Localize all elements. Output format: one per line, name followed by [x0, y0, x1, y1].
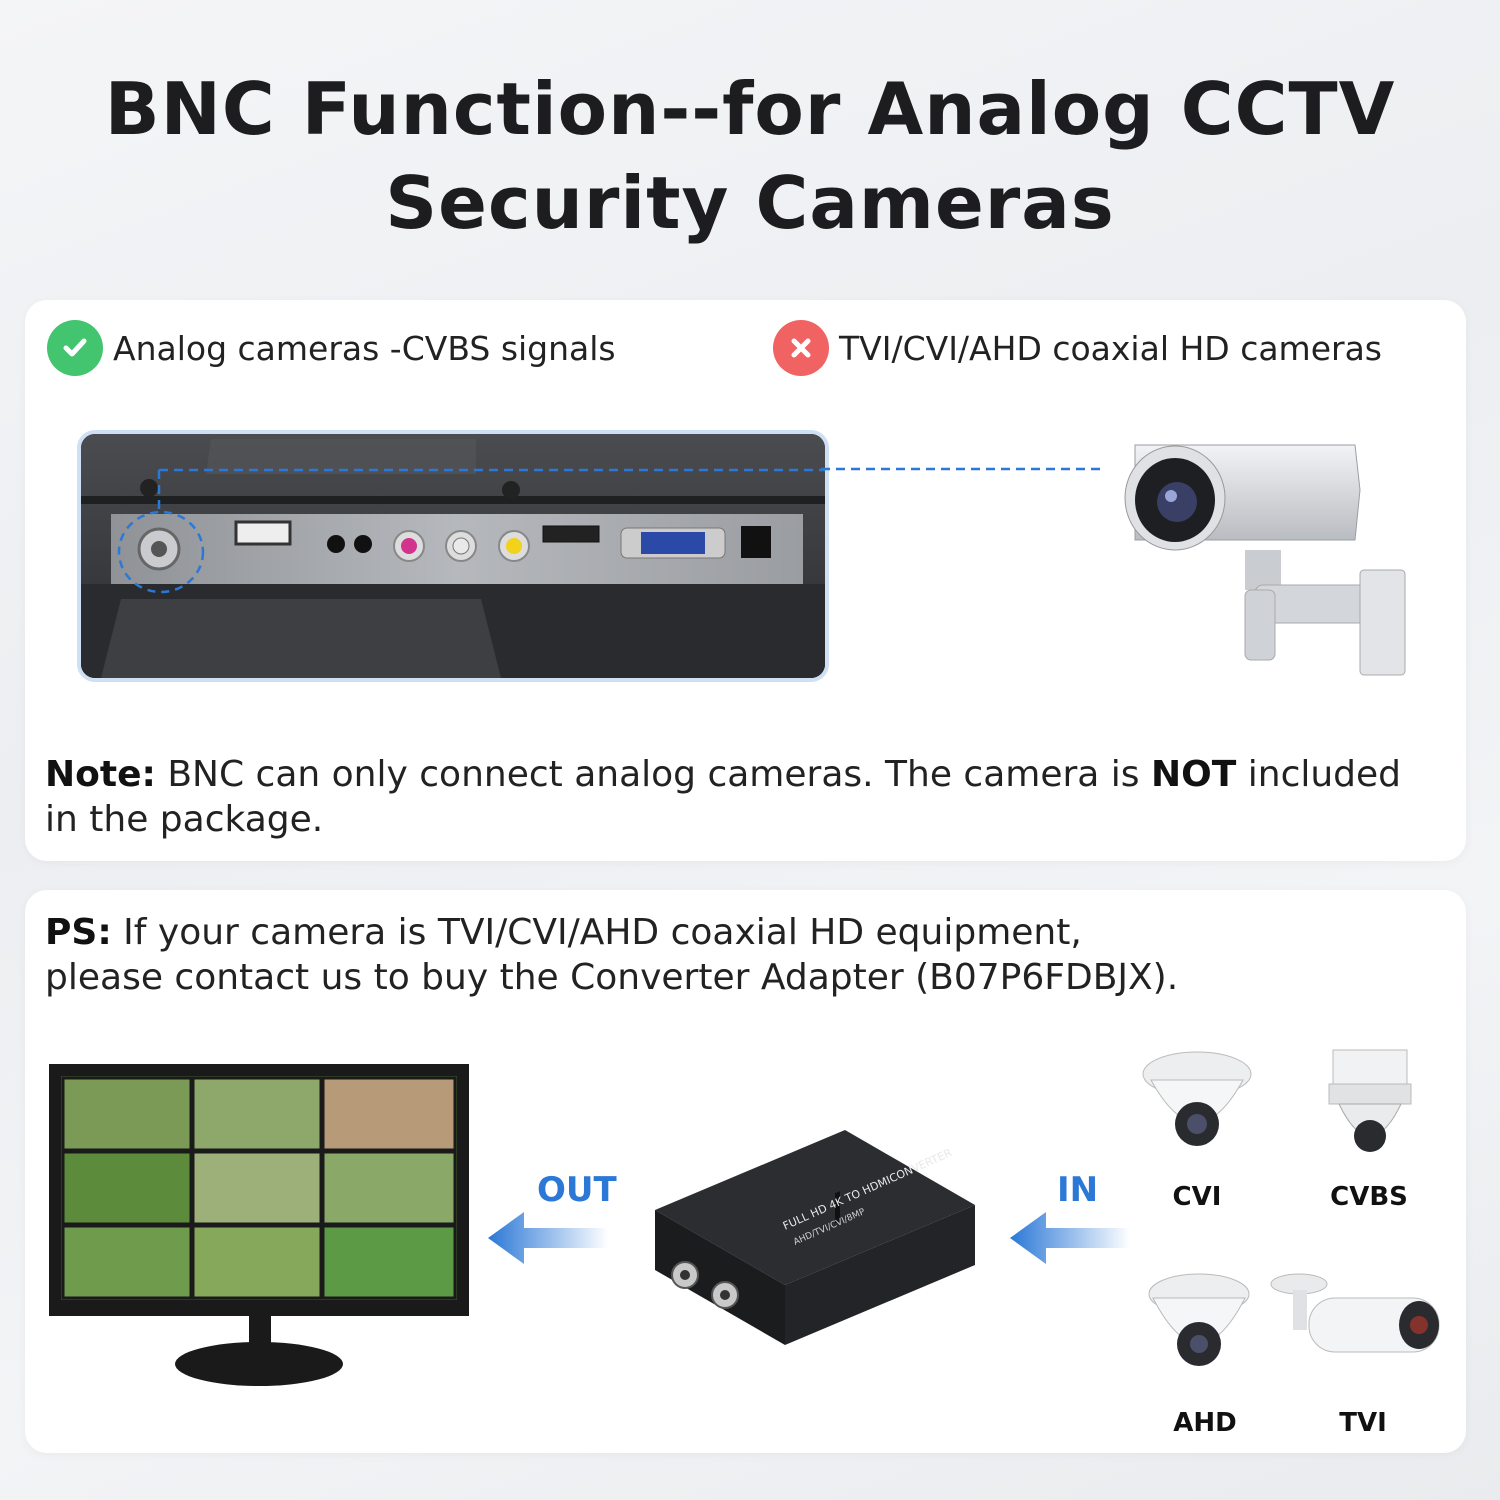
bullet-camera-image: [1095, 430, 1425, 680]
note-text-end: included in the package.: [45, 754, 1402, 840]
supported-row: Analog cameras -CVBS signals: [47, 320, 616, 376]
camera-type-label: CVI: [1172, 1182, 1222, 1212]
tvi-camera-icon: [1270, 1273, 1440, 1353]
in-arrow-icon: [1010, 1212, 1130, 1264]
cvi-camera-icon: [1142, 1051, 1252, 1146]
ps-prefix: PS:: [45, 912, 112, 953]
supported-label: Analog cameras -CVBS signals: [113, 328, 616, 368]
ps-line2: please contact us to buy the Converter A…: [45, 957, 1179, 998]
page-title-line1: BNC Function--for Analog CCTV: [104, 67, 1396, 151]
connection-dashes: [821, 467, 1101, 471]
check-icon: [47, 320, 103, 376]
unsupported-row: TVI/CVI/AHD coaxial HD cameras: [773, 320, 1382, 376]
ps-note: PS: If your camera is TVI/CVI/AHD coaxia…: [45, 910, 1445, 1000]
page-title: BNC Function--for Analog CCTV Security C…: [0, 62, 1500, 250]
cross-icon: [773, 320, 829, 376]
monitor-image: [49, 1064, 469, 1394]
bnc-note: Note: BNC can only connect analog camera…: [45, 752, 1445, 842]
ahd-camera-icon: [1148, 1273, 1250, 1366]
bnc-compat-panel: Analog cameras -CVBS signals TVI/CVI/AHD…: [25, 300, 1466, 861]
cvbs-camera-icon: [1328, 1049, 1412, 1152]
ps-line1: If your camera is TVI/CVI/AHD coaxial HD…: [111, 912, 1082, 953]
page-title-line2: Security Cameras: [385, 161, 1115, 245]
camera-type-label: TVI: [1339, 1408, 1387, 1438]
out-label: OUT: [537, 1170, 617, 1210]
camera-type-label: AHD: [1173, 1408, 1237, 1438]
tv-ports-photo: [77, 430, 829, 682]
converter-box-image: FULL HD 4K TO HDMICONVERTER AHD/TVI/CVI/…: [645, 1120, 985, 1350]
note-prefix: Note:: [45, 754, 156, 795]
out-arrow-icon: [488, 1212, 608, 1264]
note-emphasis: NOT: [1151, 754, 1237, 795]
unsupported-label: TVI/CVI/AHD coaxial HD cameras: [839, 328, 1382, 368]
camera-type-label: CVBS: [1330, 1182, 1408, 1212]
converter-panel: PS: If your camera is TVI/CVI/AHD coaxia…: [25, 890, 1466, 1453]
in-label: IN: [1057, 1170, 1099, 1210]
note-text: BNC can only connect analog cameras. The…: [155, 754, 1152, 795]
